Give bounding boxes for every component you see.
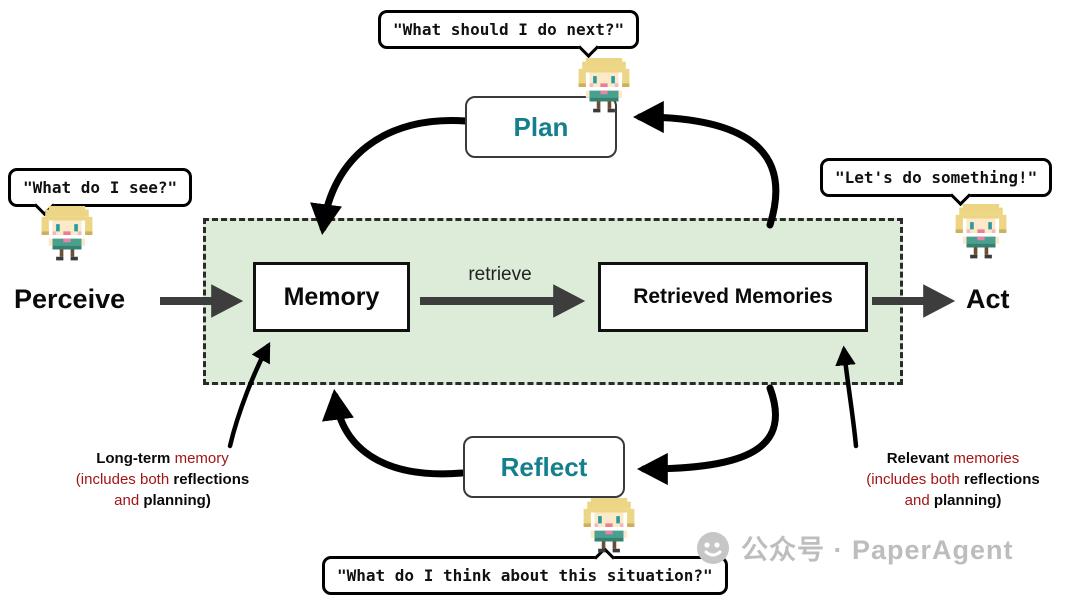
annotation-line: and planning)	[114, 492, 211, 509]
arrow-plan-to-memory	[310, 116, 470, 235]
arrow-retrieved-to-reflect	[637, 384, 779, 486]
annotation-line: Relevant memories	[886, 450, 1020, 467]
speech-bubble-perceive: "What do I see?"	[8, 168, 193, 207]
retrieved-memories-node: Retrieved Memories	[598, 262, 868, 332]
perceive-label: Perceive	[14, 284, 126, 314]
agent-sprite-act	[952, 204, 1010, 262]
annotation-line: Long-term memory	[96, 450, 229, 467]
watermark-text: 公众号 · PaperAgent	[741, 535, 1014, 565]
watermark-logo-icon	[697, 531, 729, 564]
memory-node: Memory	[253, 262, 410, 332]
relevant-memories-annotation: Relevant memories (includes both reflect…	[843, 448, 1063, 511]
agent-sprite-reflect	[580, 498, 638, 556]
speech-bubble-plan: "What should I do next?"	[378, 10, 640, 49]
speech-bubble-reflect: "What do I think about this situation?"	[322, 556, 728, 595]
retrieve-arrow-label: retrieve	[468, 264, 532, 285]
annotation-line: (includes both reflections	[75, 471, 250, 488]
reflect-node: Reflect	[463, 436, 625, 498]
arrow-reflect-to-memory	[321, 389, 466, 478]
arrow-retrieved-to-plan	[633, 100, 780, 229]
speech-bubble-act: "Let's do something!"	[820, 158, 1053, 197]
act-label: Act	[966, 284, 1010, 314]
long-term-memory-annotation: Long-term memory (includes both reflecti…	[55, 448, 270, 511]
agent-sprite-perceive	[38, 206, 96, 264]
annotation-line: (includes both reflections	[866, 471, 1040, 488]
watermark: 公众号 · PaperAgent	[695, 528, 1014, 567]
annotation-line: and planning)	[904, 492, 1002, 509]
agent-sprite-plan	[575, 58, 633, 116]
